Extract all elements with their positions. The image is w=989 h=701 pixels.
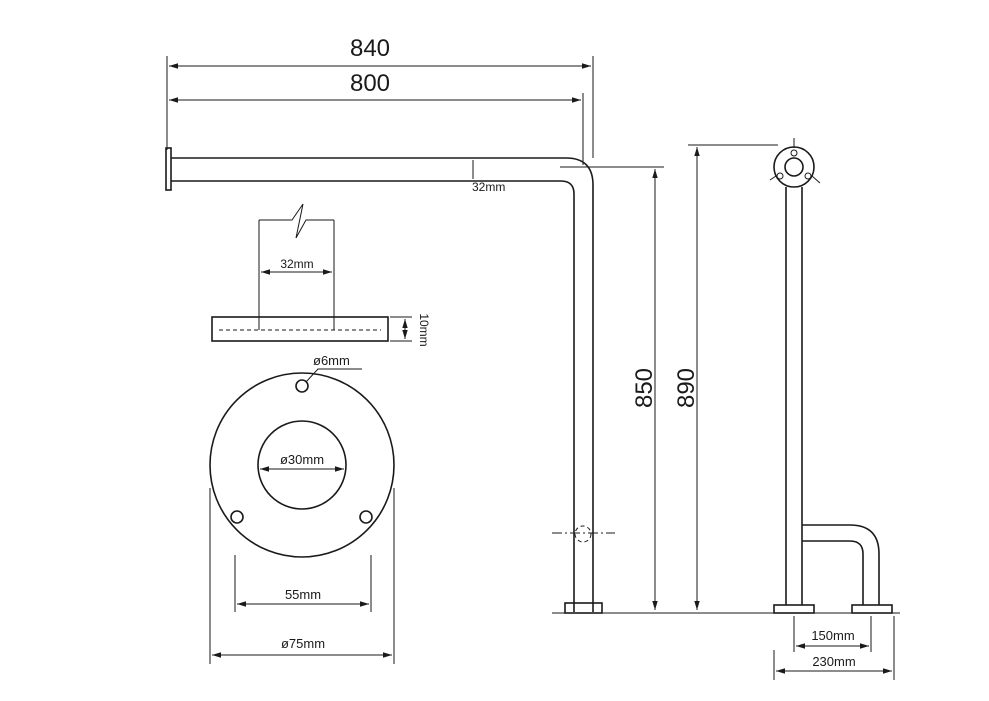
support-arm-outer bbox=[802, 524, 880, 605]
leader-6mm bbox=[305, 368, 362, 383]
dim-height-850: 850 bbox=[560, 166, 664, 610]
label-800: 800 bbox=[350, 70, 390, 97]
label-840: 840 bbox=[350, 35, 390, 62]
end-view bbox=[769, 138, 893, 614]
label-10mm: 10mm bbox=[417, 313, 431, 346]
plate-section bbox=[211, 316, 389, 342]
support-arm-inner bbox=[802, 540, 864, 605]
break-mark bbox=[259, 203, 334, 239]
flange-plan-view: ø6mm ø30mm 55mm ø75mm bbox=[209, 353, 395, 664]
screw-hole-1 bbox=[295, 379, 309, 393]
dim-arm-length: 800 bbox=[169, 70, 584, 165]
screw-hole-3 bbox=[359, 510, 373, 524]
plate-bore-circle bbox=[257, 420, 347, 510]
bar-outer-outline bbox=[171, 157, 594, 612]
floor-foot bbox=[564, 602, 603, 614]
label-30mm: ø30mm bbox=[280, 452, 324, 467]
label-55mm: 55mm bbox=[285, 587, 321, 602]
wall-flange bbox=[165, 147, 172, 191]
plate-outer-circle bbox=[209, 372, 395, 558]
label-150mm: 150mm bbox=[811, 628, 854, 643]
side-view-grab-bar bbox=[165, 147, 615, 614]
label-32mm-tube: 32mm bbox=[472, 180, 505, 194]
flange-section-view: 32mm 10mm bbox=[211, 203, 431, 347]
dim-overall-length: 840 bbox=[166, 35, 594, 158]
end-flange-outer bbox=[773, 146, 815, 188]
dim-base-depth: 230mm bbox=[773, 616, 895, 680]
label-6mm: ø6mm bbox=[313, 353, 350, 368]
label-890: 890 bbox=[673, 368, 700, 408]
foot-right bbox=[851, 604, 893, 614]
hidden-hole bbox=[574, 525, 592, 543]
label-32mm-detail: 32mm bbox=[280, 257, 313, 271]
screw-hole-left bbox=[776, 172, 784, 180]
foot-left bbox=[773, 604, 815, 614]
screw-hole-top bbox=[790, 149, 798, 157]
screw-hole-2 bbox=[230, 510, 244, 524]
label-75mm: ø75mm bbox=[281, 636, 325, 651]
screw-hole-right bbox=[804, 172, 812, 180]
label-230mm: 230mm bbox=[812, 654, 855, 669]
label-850: 850 bbox=[631, 368, 658, 408]
bar-inner-outline bbox=[171, 180, 575, 612]
dim-tube-diameter: 32mm bbox=[472, 160, 505, 194]
end-flange-inner bbox=[784, 157, 804, 177]
dim-height-890: 890 bbox=[673, 144, 778, 610]
dim-foot-spacing: 150mm bbox=[793, 616, 872, 652]
